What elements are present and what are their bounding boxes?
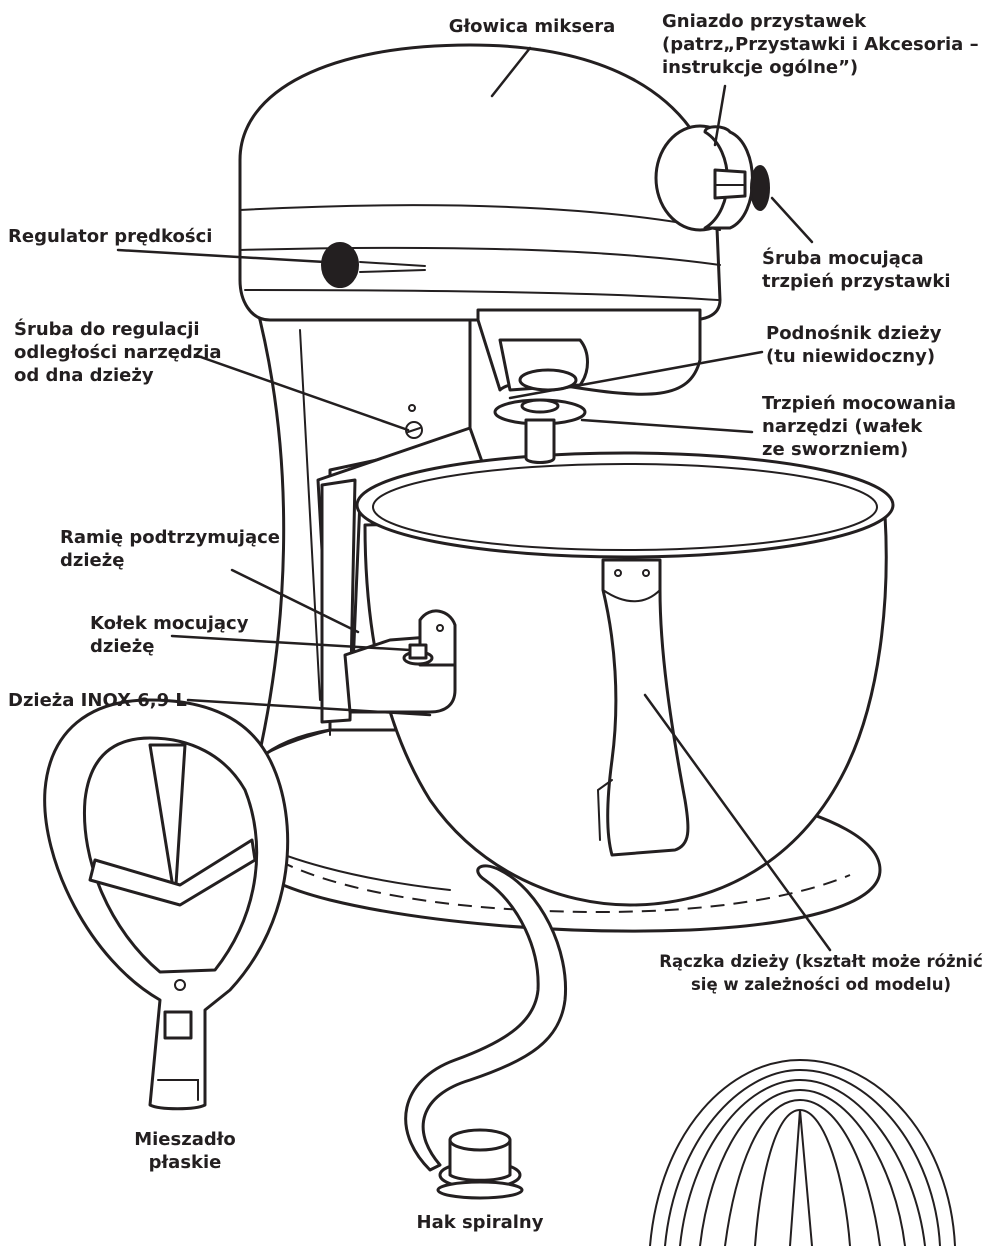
leader-speed-control: [116, 248, 327, 264]
leader-attachment-hub: [713, 84, 727, 147]
bowl-handle: [596, 558, 690, 857]
label-flat-beater: Mieszadło płaskie: [134, 1129, 236, 1173]
label-locating-pin: Kołek mocujący dzieżę: [90, 613, 249, 657]
label-speed-control: Regulator prędkości: [8, 226, 213, 247]
label-bowl-handle: Rączka dzieży (kształt może różnić się w…: [659, 952, 983, 994]
attachment-knob-shape: [750, 165, 770, 211]
leader-lines: [116, 46, 832, 952]
label-dough-hook: Hak spiralny: [416, 1212, 544, 1233]
leader-beater-shaft: [580, 418, 754, 434]
leader-bowl: [186, 698, 432, 717]
leader-locating-pin: [170, 634, 412, 652]
motor-head: [238, 43, 722, 396]
label-bowl: Dzieża INOX 6,9 L: [8, 690, 187, 711]
bowl-bracket: [343, 609, 457, 714]
label-mixer-head: Głowica miksera: [448, 16, 616, 37]
leader-bowl-support: [230, 568, 360, 634]
attachment-hub-shape: [654, 124, 770, 232]
leader-bowl-handle: [643, 693, 832, 952]
flat-beater-shape: [43, 698, 290, 1111]
label-attachment-knob: Śruba mocująca trzpień przystawki: [762, 248, 951, 292]
label-attachment-hub: Gniazdo przystawek (patrz„Przystawki i A…: [662, 11, 979, 78]
dough-hook-shape: [404, 864, 568, 1200]
label-beater-shaft: Trzpień mocowania narzędzi (wałek ze swo…: [762, 393, 957, 460]
label-bowl-support: Ramię podtrzymujące dzieżę: [60, 527, 280, 571]
leader-attachment-knob: [770, 196, 814, 244]
label-clearance-screw: Śruba do regulacji odległości narzędzia …: [14, 319, 222, 386]
label-bowl-lift: Podnośnik dzieży (tu niewidoczny): [766, 323, 942, 367]
leader-bowl-lift: [508, 350, 764, 400]
leader-clearance-screw: [193, 353, 410, 432]
beater-shaft-shape: [493, 398, 587, 464]
wire-whip-shape: [649, 1058, 956, 1246]
speed-control-shape: [321, 242, 426, 288]
leader-mixer-head: [490, 46, 532, 98]
